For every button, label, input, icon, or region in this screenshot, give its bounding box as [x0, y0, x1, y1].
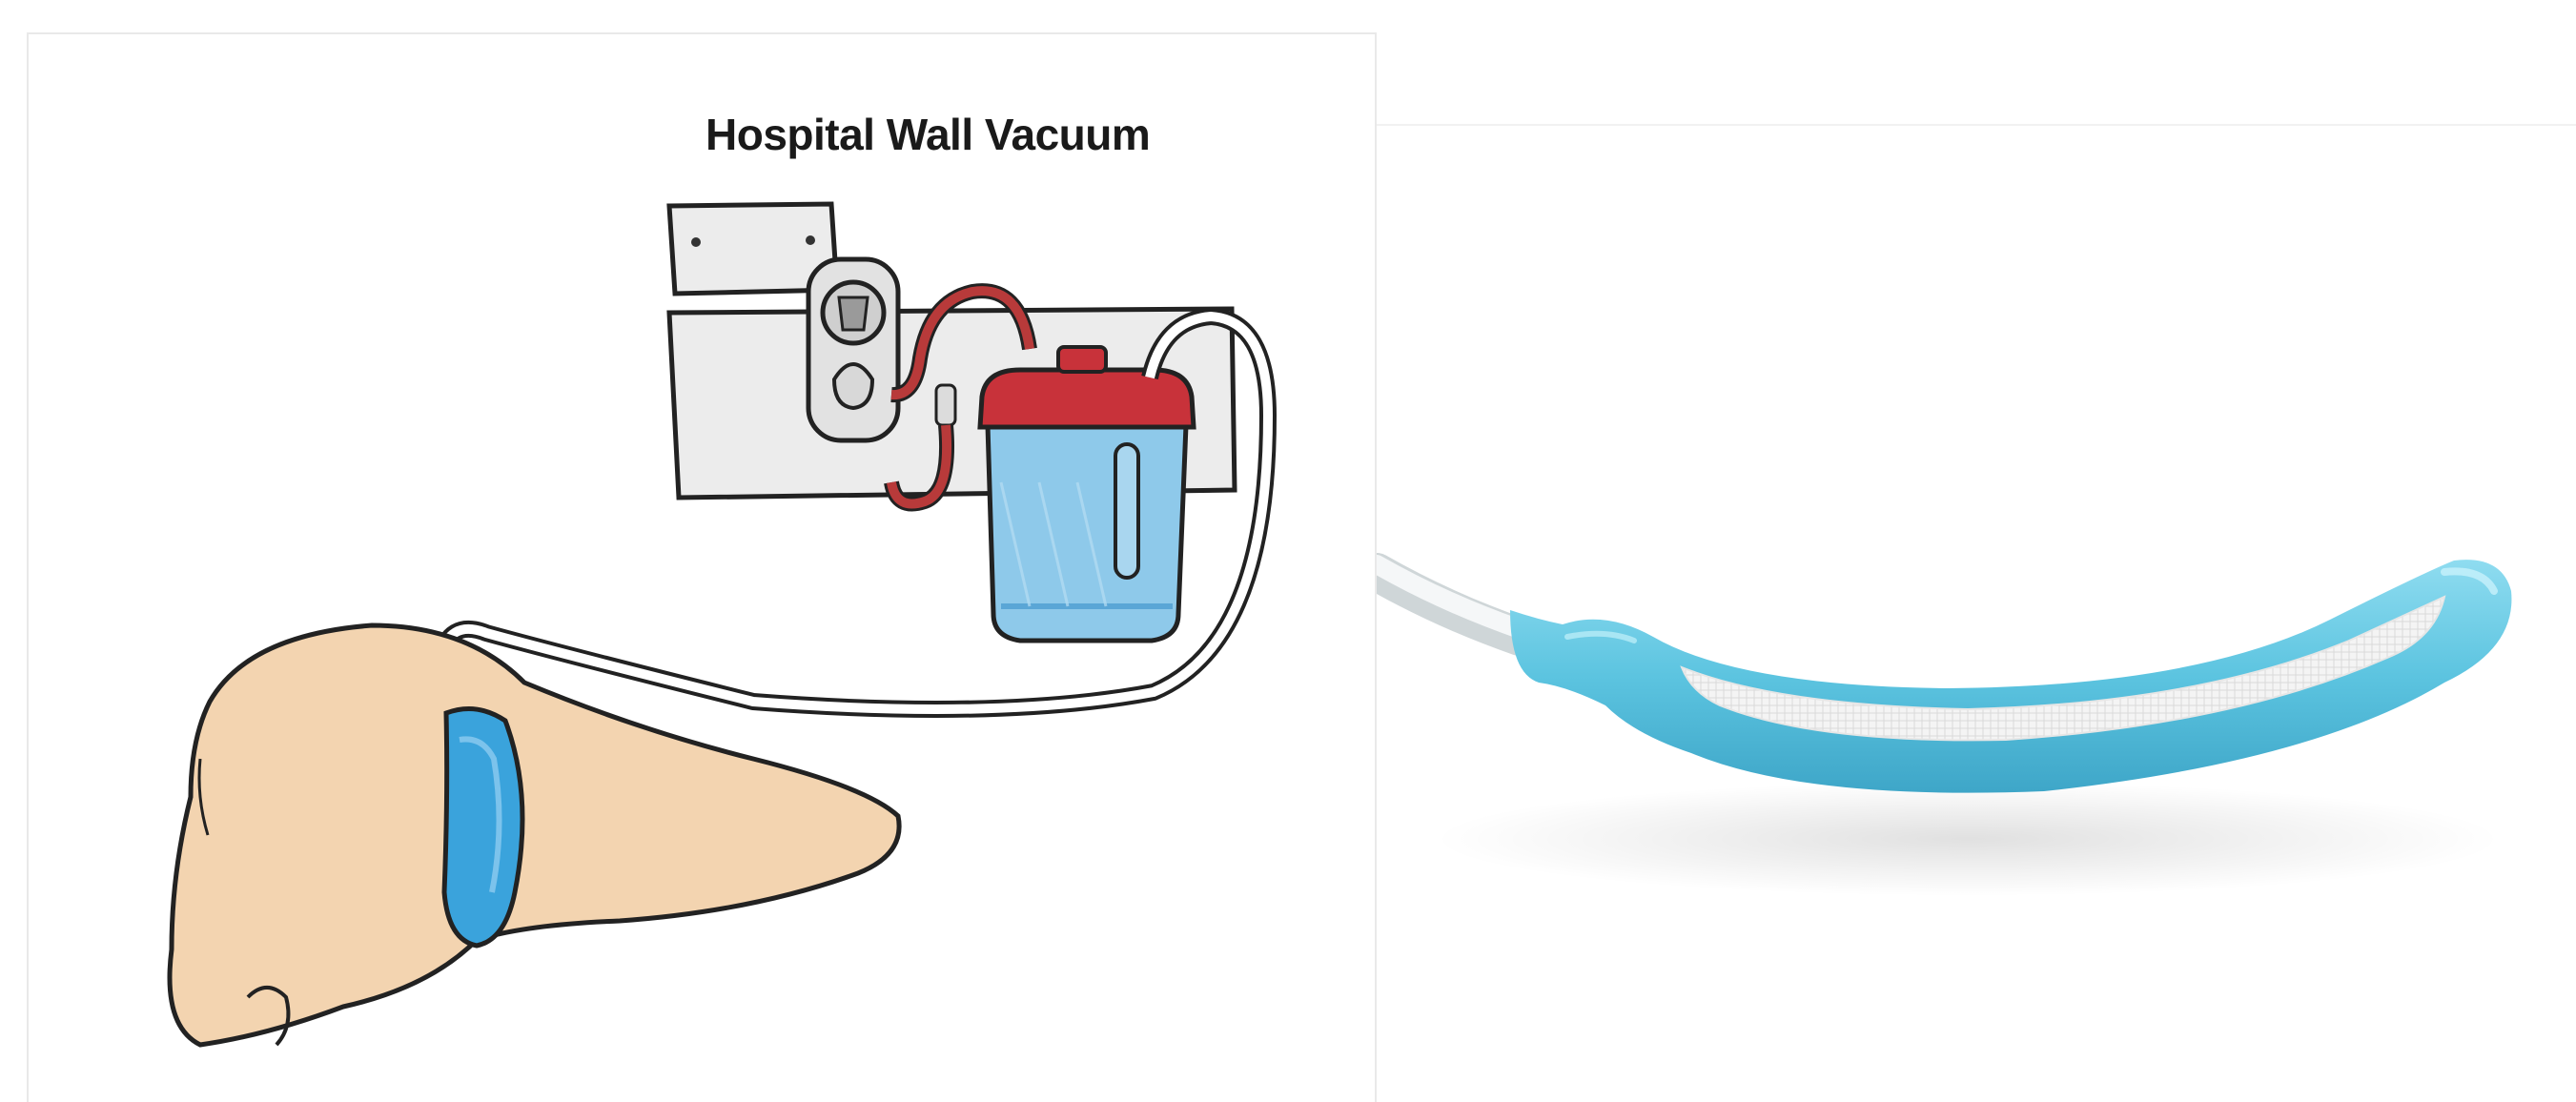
catheter-illustration — [1377, 0, 2576, 1102]
external-catheter-band-icon — [444, 709, 522, 947]
wall-vacuum-diagram: Hospital Wall Vacuum — [27, 32, 1377, 1102]
forearm-icon — [170, 625, 899, 1045]
diagram-illustration — [29, 34, 1377, 1102]
catheter-product-image — [1377, 0, 2576, 1102]
collection-canister-icon — [980, 347, 1194, 641]
wicking-catheter-icon — [1510, 560, 2511, 792]
catheter-tubing-icon — [1377, 564, 1520, 637]
